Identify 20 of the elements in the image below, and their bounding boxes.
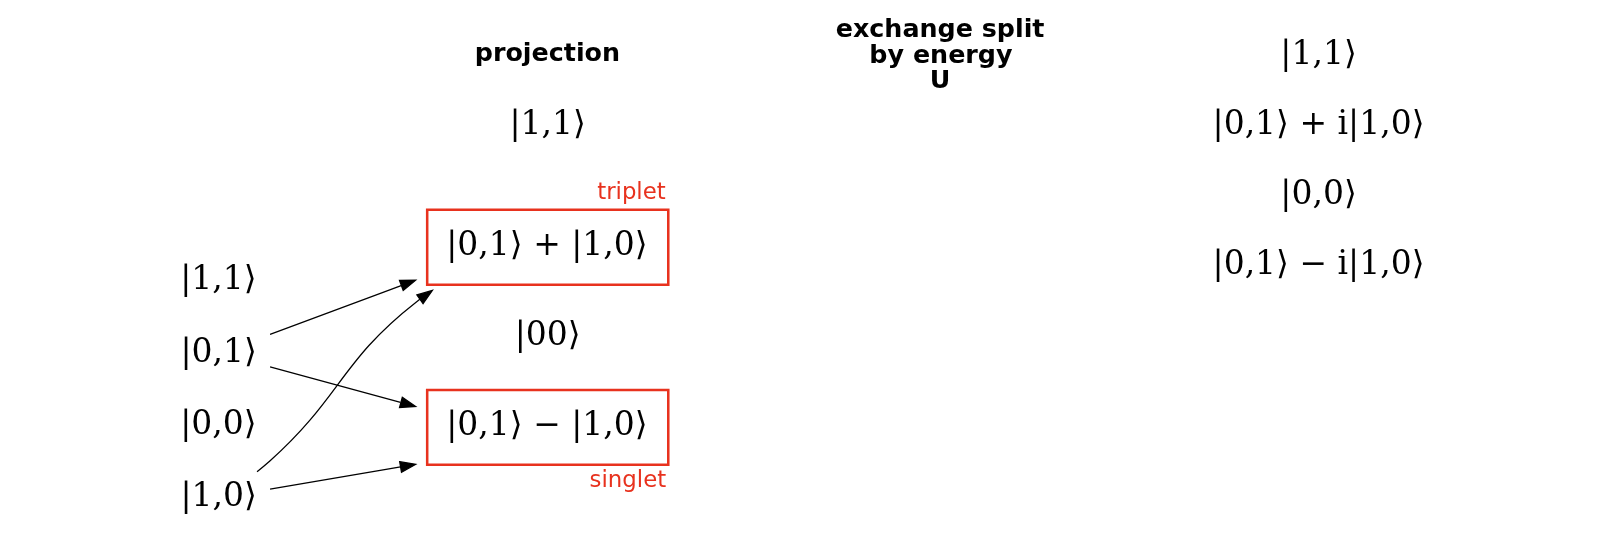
arrow <box>268 366 417 409</box>
label: |0,1⟩ + i|1,0⟩ <box>1212 103 1425 143</box>
arrow <box>268 460 417 490</box>
label: |0,0⟩ <box>1279 172 1357 212</box>
label: |1,1⟩ <box>179 257 257 297</box>
node-label: singlet <box>589 465 666 492</box>
node-text: |0,1⟩ <box>179 330 257 370</box>
label: |1,1⟩ <box>509 103 586 143</box>
node-label: triplet <box>596 177 666 204</box>
node-box: |0,1⟩ + |1,0⟩ <box>425 208 670 286</box>
node-text: |1,0⟩ <box>179 475 257 515</box>
label: |1,1⟩ <box>1279 33 1357 73</box>
label: |0,1⟩ − i|1,0⟩ <box>1212 242 1425 282</box>
arrow <box>255 289 434 473</box>
label: |0,0⟩ <box>179 402 257 442</box>
label: |00⟩ <box>514 313 581 353</box>
arrow <box>268 279 417 336</box>
label: exchange split by energy U <box>835 13 1045 95</box>
label: projection <box>474 37 620 68</box>
node-box: |0,1⟩ − |1,0⟩ <box>425 388 670 467</box>
